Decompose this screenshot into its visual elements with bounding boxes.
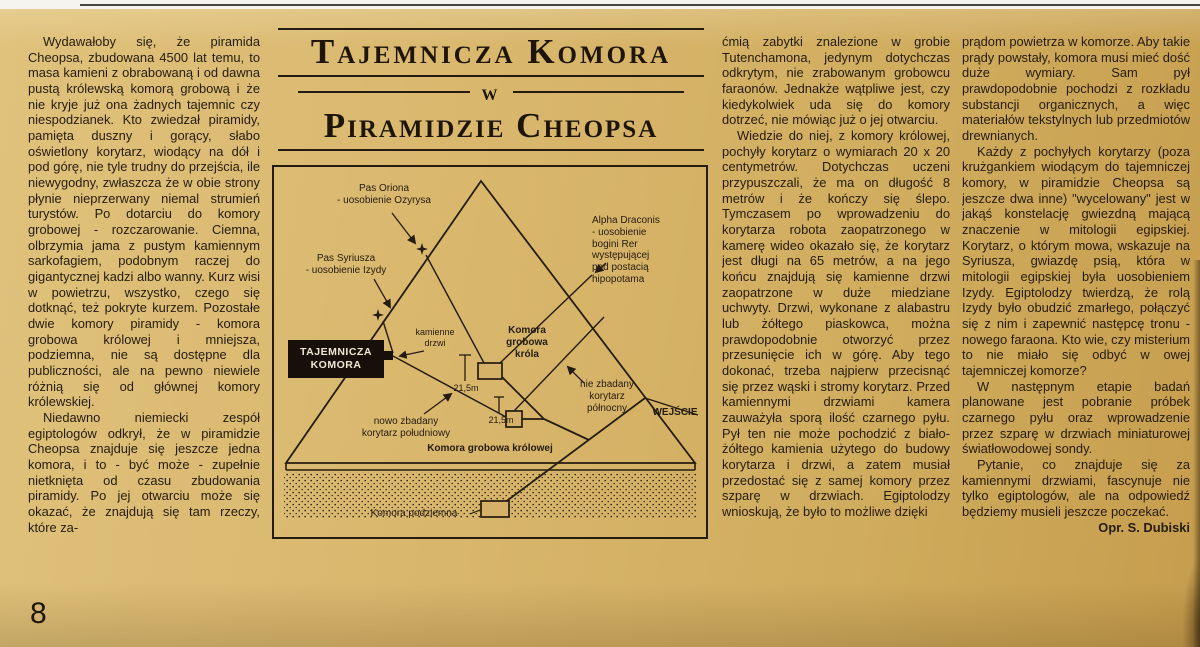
label-pas-syriusza: Pas Syriusza - uosobienie Izydy — [305, 253, 387, 276]
scan-edge-strip — [0, 0, 1200, 9]
stone-door-pointer — [398, 350, 425, 359]
star-icon — [372, 309, 384, 322]
queen-chamber — [505, 410, 523, 428]
label-measure-1: 21,5m — [453, 383, 479, 394]
pyramid-diagram: Pas Oriona - uosobienie Ozyrysa Pas Syri… — [272, 165, 708, 540]
paragraph: Każdy z pochyłych korytarzy (poza krużga… — [962, 143, 1190, 379]
scan-smudge — [1182, 557, 1200, 647]
title-rule — [278, 149, 704, 152]
title-line-3: Piramidzie Cheopsa — [323, 105, 659, 145]
sirius-pointer — [373, 278, 391, 309]
label-underground-chamber: Komora podziemna — [370, 508, 458, 520]
article-title: Tajemnicza Komora w Piramidzie Cheopsa — [272, 28, 710, 152]
label-queen-chamber: Komora grobowa królowej — [427, 443, 553, 455]
star-icon — [416, 243, 428, 256]
mystery-chamber-box: TAJEMNICZA KOMORA — [288, 340, 384, 379]
title-line-1: Tajemnicza Komora — [310, 32, 672, 71]
label-king-chamber: Komora grobowa króla — [506, 325, 548, 360]
paragraph: Pytanie, co znajduje się za kamiennymi d… — [962, 457, 1190, 520]
paragraph: Niedawno niemiecki zespół egiptologów od… — [28, 410, 260, 535]
column-center: Tajemnicza Komora w Piramidzie Cheopsa — [272, 20, 710, 606]
paragraph: W następnym etapie badań planowane jest … — [962, 378, 1190, 457]
scan-artifact-line — [80, 4, 1200, 6]
king-north-shaft — [499, 274, 593, 364]
entrance-line — [644, 397, 699, 416]
pyramid-diagram-svg — [284, 179, 699, 519]
label-stone-door: kamienne drzwi — [415, 327, 455, 348]
label-south-corridor: nowo zbadany korytarz południowy — [361, 416, 451, 439]
label-north-corridor: nie zbadany korytarz północny — [580, 379, 634, 414]
measure-mark-1 — [459, 354, 471, 382]
title-line-2-row: w — [298, 80, 684, 105]
king-chamber — [477, 362, 503, 380]
mystery-corridor — [392, 355, 507, 418]
title-rule — [278, 74, 704, 77]
page-number: 8 — [30, 597, 47, 630]
label-pas-oriona: Pas Oriona - uosobienie Ozyrysa — [337, 183, 431, 206]
queen-north-shaft — [513, 316, 605, 412]
king-south-shaft — [425, 254, 485, 364]
scan-shadow — [1193, 260, 1200, 647]
byline: Opr. S. Dubiski — [1098, 519, 1190, 535]
column-right: prądom powietrza w komorze. Aby takie pr… — [962, 20, 1190, 606]
paragraph: Wiedzie do niej, z komory królowej, poch… — [722, 128, 950, 520]
north-corridor-pointer — [566, 365, 585, 384]
label-entrance: WEJŚCIE — [652, 407, 698, 419]
underground-chamber — [480, 500, 510, 518]
mystery-chamber-square — [384, 351, 393, 361]
column-left: Wydawałoby się, że piramida Cheopsa, zbu… — [28, 20, 260, 606]
title-rule — [298, 91, 470, 94]
title-rule — [512, 91, 684, 94]
paragraph: prądom powietrza w komorze. Aby takie pr… — [962, 34, 1190, 144]
measure-mark-2 — [494, 396, 504, 414]
orion-pointer — [391, 212, 417, 245]
underground-pointer — [469, 509, 481, 515]
label-measure-2: 21,5m — [488, 415, 514, 426]
south-corridor-pointer — [423, 392, 453, 415]
paragraph: Wydawałoby się, że piramida Cheopsa, zbu… — [28, 34, 260, 410]
title-rule — [278, 28, 704, 30]
queen-south-shaft — [382, 320, 394, 354]
draconis-pointer — [594, 262, 607, 274]
title-line-2: w — [481, 79, 501, 105]
paragraph: ćmią zabytki znalezione w grobie Tutench… — [722, 34, 950, 128]
article-layout: Wydawałoby się, że piramida Cheopsa, zbu… — [28, 20, 1190, 606]
label-alpha-draconis: Alpha Draconis - uosobienie bogini Rer w… — [592, 215, 660, 286]
column-middle-right: ćmią zabytki znalezione w grobie Tutench… — [722, 20, 950, 606]
descending-passage — [503, 397, 646, 504]
